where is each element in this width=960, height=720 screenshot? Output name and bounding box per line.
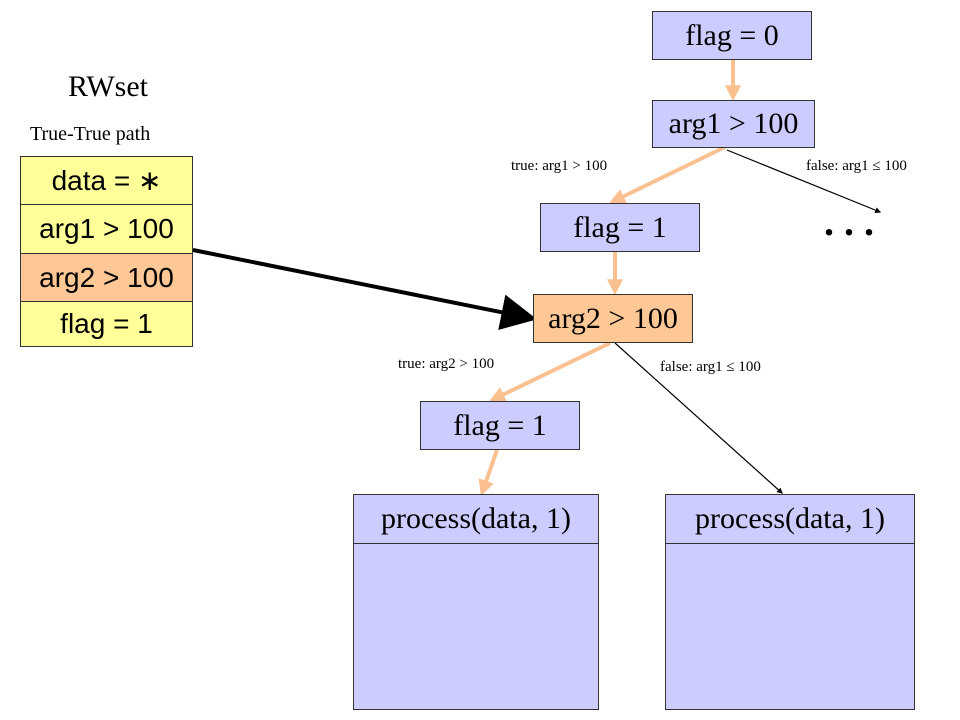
rwset-item-arg2: arg2 > 100 (20, 253, 193, 302)
edge-rwset-to-arg2 (192, 248, 538, 330)
rwset-subtitle: True-True path (30, 123, 151, 145)
edge-arg2-true (489, 341, 611, 402)
edge-label-arg1-false: false: arg1 ≤ 100 (806, 158, 907, 174)
edge-arg2-false (614, 342, 783, 494)
process-box-right: process(data, 1) (665, 494, 915, 710)
rwset-item-arg1: arg1 > 100 (20, 204, 193, 254)
edge-arg1-true (609, 145, 726, 204)
process-box-right-title: process(data, 1) (666, 495, 914, 544)
ellipsis: . . . (824, 199, 874, 244)
rwset-title: RWset (68, 70, 148, 103)
process-box-left: process(data, 1) (353, 494, 599, 710)
node-arg1-check: arg1 > 100 (652, 100, 815, 148)
edge-label-arg2-true: true: arg2 > 100 (398, 356, 495, 372)
node-flag-1-a: flag = 1 (540, 203, 700, 252)
node-arg2-check: arg2 > 100 (533, 294, 693, 343)
node-flag-0: flag = 0 (652, 11, 812, 60)
edge-arg1-false (726, 149, 882, 213)
rwset-item-flag: flag = 1 (20, 301, 193, 347)
edge-label-arg1-true: true: arg1 > 100 (511, 158, 608, 174)
edge-flag1b-to-process (478, 449, 499, 497)
edge-label-arg2-false: false: arg1 ≤ 100 (660, 359, 761, 375)
node-flag-1-b: flag = 1 (420, 401, 580, 450)
rwset-item-data: data = ∗ (20, 156, 193, 205)
process-box-left-title: process(data, 1) (354, 495, 598, 544)
